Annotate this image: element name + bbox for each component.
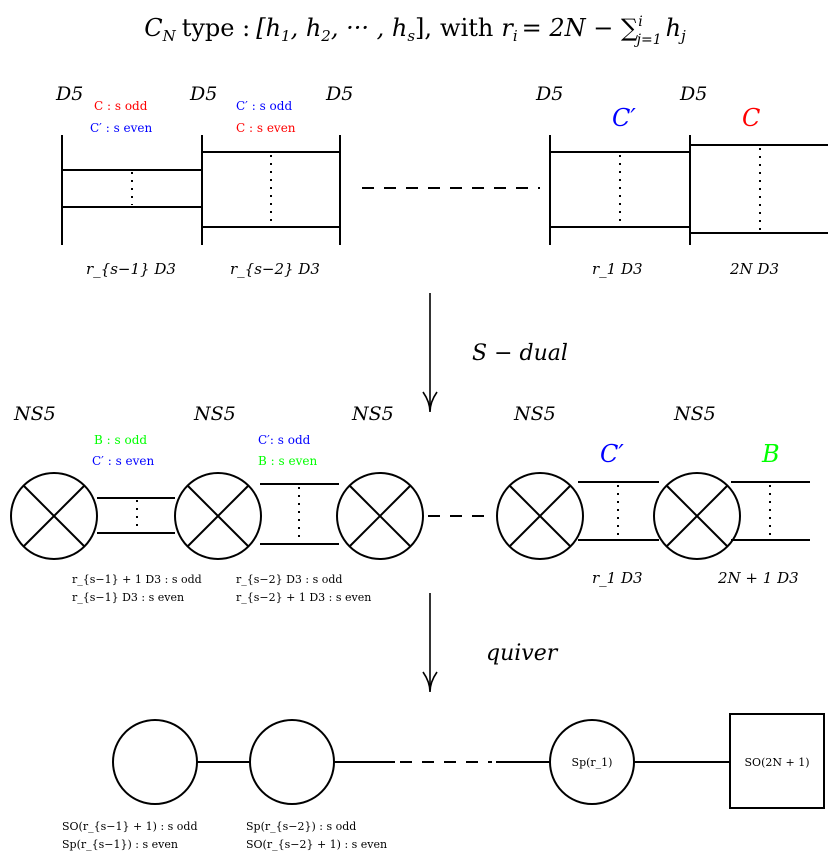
brane-label-ns5: NS5: [193, 403, 236, 425]
ns5-brane: [10, 472, 98, 560]
d3-count-label: r_{s−2} + 1 D3 : s even: [236, 591, 371, 604]
s-dual-arrow: [422, 293, 438, 413]
brane-label-d5: D5: [535, 83, 563, 105]
node-label: Sp(r_{s−2}) : s odd: [246, 820, 356, 833]
segment-label-cprime: C′: [600, 440, 624, 468]
segment-note: C : s odd: [94, 99, 148, 113]
segment-label-b: B: [761, 440, 780, 468]
ns5-brane: [653, 472, 741, 560]
gauge-node: [249, 719, 335, 805]
segment-note: B : s odd: [94, 433, 147, 447]
brane-label-ns5: NS5: [673, 403, 716, 425]
quiver-arrow: [422, 593, 438, 693]
gauge-node: [112, 719, 198, 805]
stack-dots: [136, 485, 771, 541]
segment-note: C′ : s even: [90, 121, 153, 135]
segment-note: C′: s odd: [258, 433, 311, 447]
d3-count-label: 2N + 1 D3: [717, 569, 799, 587]
node-label: SO(r_{s−1} + 1) : s odd: [62, 820, 198, 833]
quiver-label: quiver: [486, 641, 559, 666]
d3-count-label: r_{s−1} D3 : s even: [72, 591, 184, 604]
d3-count-label: r_{s−1} D3: [86, 260, 176, 278]
stage2-ns5-configuration: [10, 472, 810, 560]
brane-label-ns5: NS5: [13, 403, 56, 425]
segment-label-c: C: [742, 104, 760, 132]
node-label: Sp(r_{s−1}) : s even: [62, 838, 178, 851]
brane-label-d5: D5: [55, 83, 83, 105]
ns5-brane: [174, 472, 262, 560]
brane-label-d5: D5: [189, 83, 217, 105]
d3-count-label: r_{s−1} + 1 D3 : s odd: [72, 573, 202, 586]
brane-label-ns5: NS5: [351, 403, 394, 425]
brane-label-d5: D5: [679, 83, 707, 105]
segment-note: B : s even: [258, 454, 317, 468]
d3-count-label: 2N D3: [729, 260, 779, 278]
node-label: Sp(r_1): [572, 756, 613, 769]
ns5-brane: [336, 472, 424, 560]
d3-count-label: r_{s−2} D3: [230, 260, 320, 278]
s-dual-label: S − dual: [472, 341, 568, 366]
brane-label-d5: D5: [325, 83, 353, 105]
segment-note: C′ : s even: [92, 454, 155, 468]
segment-label-cprime: C′: [612, 104, 636, 132]
segment-note: C′ : s odd: [236, 99, 292, 113]
d3-count-label: r_{s−2} D3 : s odd: [236, 573, 342, 586]
stage1-d5-configuration: [61, 135, 828, 245]
brane-label-ns5: NS5: [513, 403, 556, 425]
node-label: SO(r_{s−2} + 1) : s even: [246, 838, 387, 851]
ns5-brane: [496, 472, 584, 560]
d3-count-label: r_1 D3: [592, 569, 643, 587]
stage3-quiver: [112, 713, 825, 809]
stack-dots: [131, 148, 761, 230]
flavor-label: SO(2N + 1): [745, 756, 810, 769]
segment-note: C : s even: [236, 121, 296, 135]
d3-count-label: r_1 D3: [592, 260, 643, 278]
